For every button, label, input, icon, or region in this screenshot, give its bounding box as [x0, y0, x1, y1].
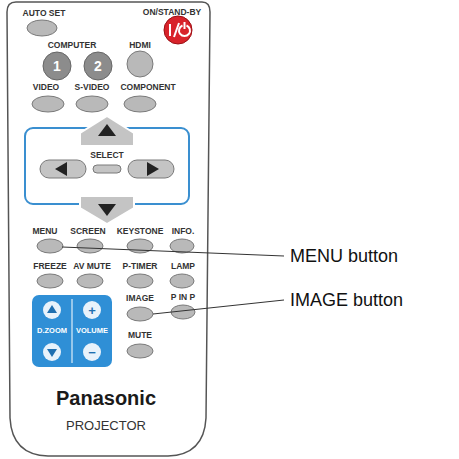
button-label: SCREEN — [70, 227, 105, 236]
leader-line — [153, 300, 284, 314]
s-video-button — [76, 96, 108, 112]
button-label: MENU — [32, 227, 57, 236]
button-label: P IN P — [171, 293, 195, 302]
zoom-up-arrow — [47, 305, 57, 313]
callout-text: MENU button — [290, 247, 398, 265]
button-label: VOLUME — [76, 327, 108, 335]
button-label: MUTE — [128, 331, 152, 340]
volume-down-button — [83, 343, 101, 361]
auto-set-button — [27, 20, 57, 36]
up-arrow — [98, 124, 116, 136]
button-label: SELECT — [90, 151, 124, 160]
power-button — [164, 16, 192, 44]
down-arrow — [98, 204, 116, 216]
button-label: LAMP — [171, 262, 195, 271]
info-button — [170, 239, 194, 253]
lamp-button — [170, 274, 194, 288]
button-label: VIDEO — [33, 83, 59, 92]
panel-divider — [72, 299, 73, 363]
button-label: HDMI — [129, 41, 151, 50]
button-label: COMPUTER — [48, 41, 97, 50]
zoom-up-button — [43, 301, 61, 319]
button-label: KEYSTONE — [117, 227, 164, 236]
button-label: S-VIDEO — [75, 83, 110, 92]
button-label: ON/STAND-BY — [143, 8, 201, 17]
remote-body — [7, 2, 210, 456]
zoom-down-arrow — [47, 349, 57, 357]
computer1-button — [43, 52, 71, 80]
computer2-button — [84, 52, 112, 80]
select-button — [93, 165, 121, 173]
brand-name: Panasonic — [56, 388, 156, 408]
left-arrow — [55, 162, 67, 176]
left-button — [40, 160, 86, 178]
leader-line — [62, 247, 284, 256]
freeze-button — [37, 274, 63, 288]
button-label: FREEZE — [33, 262, 67, 271]
av-mute-button — [77, 274, 103, 288]
button-number: 2 — [94, 59, 102, 73]
button-label: AV MUTE — [73, 262, 111, 271]
hdmi-button — [127, 51, 153, 77]
button-symbol: − — [88, 346, 96, 359]
right-arrow — [147, 162, 159, 176]
callout-text: IMAGE button — [290, 291, 403, 309]
button-label: P-TIMER — [123, 262, 158, 271]
button-label: IMAGE — [126, 294, 154, 303]
image-button — [127, 307, 153, 321]
component-button — [124, 96, 156, 112]
up-button — [80, 116, 134, 146]
p-timer-button — [127, 274, 153, 288]
right-button — [128, 160, 174, 178]
zoom-down-button — [43, 343, 61, 361]
mute-button — [127, 344, 153, 358]
button-symbol: + — [88, 304, 96, 317]
zoom-volume-panel — [32, 295, 112, 367]
button-number: 1 — [53, 59, 61, 73]
down-button — [80, 196, 134, 224]
volume-up-button — [83, 301, 101, 319]
button-label: AUTO SET — [23, 9, 66, 18]
button-label: D.ZOOM — [37, 327, 67, 335]
menu-button — [37, 239, 63, 253]
product-name: PROJECTOR — [66, 419, 146, 432]
button-label: COMPONENT — [120, 83, 175, 92]
power-symbol — [170, 22, 190, 37]
screen-button — [77, 239, 103, 253]
video-button — [32, 96, 64, 112]
button-label: INFO. — [172, 227, 195, 236]
